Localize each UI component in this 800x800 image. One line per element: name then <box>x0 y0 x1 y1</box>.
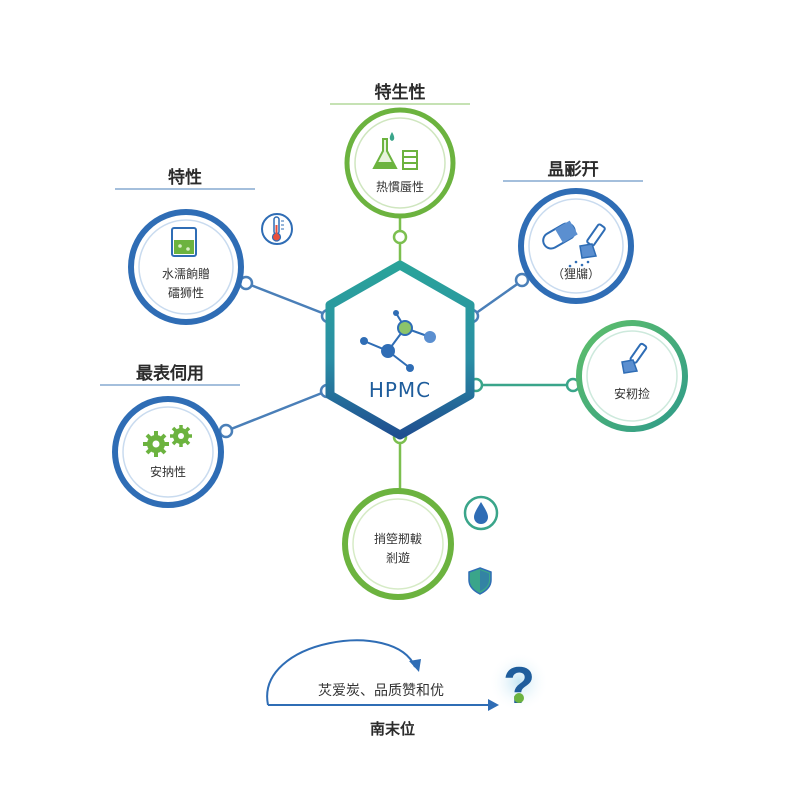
connector-upper-left <box>242 280 331 318</box>
header-top: 特生性 <box>374 83 426 103</box>
beaker-icon <box>171 227 197 257</box>
footer-line-2: 南末位 <box>370 720 416 738</box>
header-upper-right: 昷彨幵 <box>547 160 599 180</box>
thermometer-icon <box>271 216 284 242</box>
hpmc-hexagon <box>325 260 475 440</box>
dot-ur-outer <box>514 272 530 288</box>
center-label: HPMC <box>368 378 432 402</box>
node-right-text: 安籾捡 <box>582 385 682 404</box>
brush-icon-right <box>621 342 648 374</box>
node-bottom <box>342 488 454 600</box>
question-glow <box>489 652 549 712</box>
connectors <box>225 215 572 490</box>
flask-icon <box>372 132 418 170</box>
node-upper-right-line-1: （狸牖） <box>551 267 600 281</box>
node-top <box>344 107 456 219</box>
dot-ll-outer <box>218 423 234 439</box>
node-top-text: 热慣蜃性 <box>350 178 450 197</box>
node-upper-right <box>518 188 634 304</box>
droplet-icon <box>474 502 488 524</box>
node-bottom-text: 捎箜剏軷 剎遊 <box>348 530 448 568</box>
node-bottom-line-2: 剎遊 <box>385 551 410 565</box>
connector-upper-right <box>471 278 524 318</box>
dot-top-outer <box>392 229 408 245</box>
node-lower-left-text: 安抐性 <box>118 463 218 482</box>
node-upper-left <box>128 209 244 325</box>
node-upper-left-text: 水濡餉贈 礌狮性 <box>136 265 236 303</box>
node-right <box>576 320 688 432</box>
node-lower-left <box>112 396 224 508</box>
node-bottom-line-1: 捎箜剏軷 <box>373 532 422 546</box>
node-top-line-1: 热慣蜃性 <box>375 180 424 194</box>
thermometer-badge <box>261 213 293 245</box>
capsule-icon <box>542 220 578 250</box>
question-icon: ? <box>503 657 535 715</box>
question-dot-accent <box>514 693 524 703</box>
brush-icon <box>568 223 606 268</box>
molecule-icon <box>360 310 436 372</box>
shield-badge <box>468 567 492 595</box>
droplet-badge <box>463 495 499 531</box>
connector-lower-left <box>225 389 328 433</box>
node-right-line-1: 安籾捡 <box>613 387 650 401</box>
node-upper-left-line-1: 水濡餉贈 <box>161 267 210 281</box>
node-lower-left-line-1: 安抐性 <box>149 465 186 479</box>
header-upper-left: 特性 <box>168 168 202 188</box>
header-lower-left: 最表伺用 <box>136 364 204 384</box>
footer-line-1: 炗爱炭、品质赞和优 <box>318 683 444 699</box>
node-upper-right-text: （狸牖） <box>526 265 626 284</box>
node-upper-left-line-2: 礌狮性 <box>167 286 204 300</box>
gears-icon <box>143 425 192 457</box>
footer-arrows <box>266 639 499 711</box>
